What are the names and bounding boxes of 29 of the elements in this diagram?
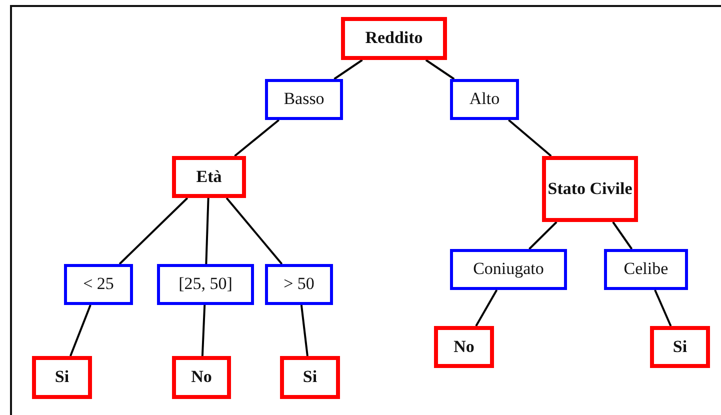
connector-line xyxy=(201,304,206,356)
decision-box: Stato Civile xyxy=(542,156,638,222)
connector-line xyxy=(205,198,210,264)
connector-line xyxy=(425,59,455,80)
connector-line xyxy=(654,290,672,326)
branch-box: Celibe xyxy=(604,249,688,290)
decision-box: Età xyxy=(172,156,246,198)
decision-box: Si xyxy=(32,356,92,399)
connector-line xyxy=(226,197,283,265)
branch-box: Alto xyxy=(450,79,519,120)
decision-box: Reddito xyxy=(341,17,447,60)
connector-line xyxy=(334,59,363,80)
branch-box: Coniugato xyxy=(450,249,567,290)
connector-line xyxy=(508,119,552,157)
connector-line xyxy=(70,304,92,356)
branch-box: > 50 xyxy=(265,264,333,305)
connector-line xyxy=(234,119,280,157)
connector-line xyxy=(612,221,633,250)
branch-box: Basso xyxy=(265,79,343,120)
decision-box: No xyxy=(434,326,494,368)
decision-box: Si xyxy=(280,356,340,399)
connector-line xyxy=(475,290,498,326)
branch-box: < 25 xyxy=(64,264,133,305)
connector-line xyxy=(528,221,558,250)
branch-box: [25, 50] xyxy=(157,264,254,305)
connector-line xyxy=(300,304,308,356)
decision-box: Si xyxy=(650,326,710,368)
connector-line xyxy=(118,197,188,265)
decision-box: No xyxy=(172,356,231,399)
